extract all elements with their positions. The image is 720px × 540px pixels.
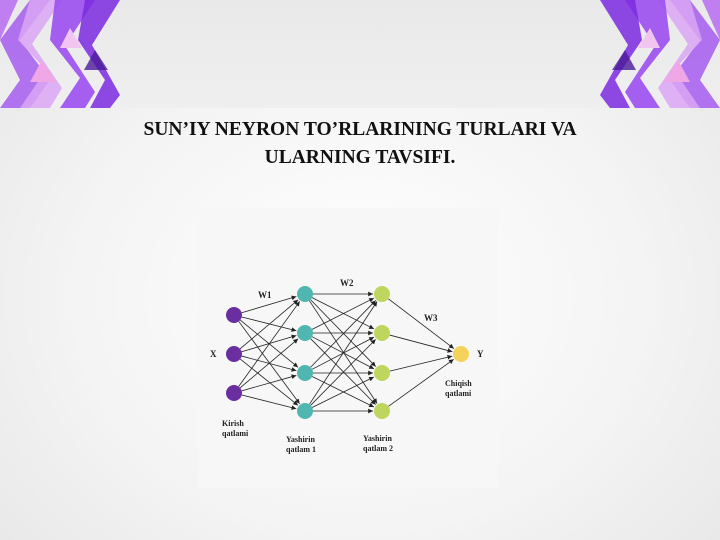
neuron-hidden2-2	[374, 325, 390, 341]
neuron-hidden2-3	[374, 365, 390, 381]
neuron-hidden1-1	[297, 286, 313, 302]
neuron-input-2	[226, 346, 242, 362]
edge-hidden1-3-to-hidden2-1	[310, 300, 377, 368]
input-layer-label-line-2: qatlami	[222, 429, 249, 438]
edge-input-1-to-hidden1-2	[241, 316, 297, 332]
hidden-layer-2-label-line-1: Yashirin	[363, 434, 392, 443]
edge-hidden1-2-to-hidden2-1	[311, 297, 375, 330]
neuron-output-1	[453, 346, 469, 362]
output-layer-label-line-1: Chiqish	[445, 379, 472, 388]
neuron-hidden2-4	[374, 403, 390, 419]
weight-label-w2: W2	[340, 278, 354, 288]
edge-hidden2-3-to-output-1	[389, 354, 453, 372]
hidden-layer-1-label-line-1: Yashirin	[286, 435, 315, 444]
neuron-nodes	[226, 286, 469, 419]
neural-network-diagram: W1 W2 W3 X Y Kirish qatlami Yashirin qat…	[210, 278, 484, 454]
output-label-y: Y	[477, 349, 484, 359]
connection-edges	[238, 291, 455, 414]
neuron-input-3	[226, 385, 242, 401]
edge-hidden1-1-to-hidden2-2	[311, 297, 375, 330]
slide-title-line-1: SUN’IY NEYRON TO’RLARINING TURLARI VA	[143, 119, 577, 140]
neuron-input-1	[226, 307, 242, 323]
output-layer-label-line-2: qatlami	[445, 389, 472, 398]
edge-hidden2-1-to-output-1	[388, 298, 455, 349]
hidden-layer-1-label-line-2: qatlam 1	[286, 445, 316, 454]
edge-input-3-to-hidden1-2	[239, 338, 299, 389]
edge-input-2-to-hidden1-4	[239, 358, 299, 406]
edge-input-3-to-hidden1-3	[241, 374, 297, 392]
input-layer-label-line-1: Kirish	[222, 419, 244, 428]
edge-input-1-to-hidden1-4	[238, 321, 300, 405]
input-label-x: X	[210, 349, 217, 359]
edge-hidden1-4-to-hidden2-1	[309, 301, 378, 405]
neuron-hidden1-3	[297, 365, 313, 381]
edge-input-2-to-hidden1-1	[239, 299, 299, 350]
neuron-hidden2-1	[374, 286, 390, 302]
neuron-hidden1-2	[297, 325, 313, 341]
weight-label-w1: W1	[258, 290, 272, 300]
weight-label-w3: W3	[424, 313, 438, 323]
edge-hidden1-2-to-hidden2-4	[310, 338, 376, 405]
hidden-layer-2-label-line-2: qatlam 2	[363, 444, 393, 453]
chevron-decoration-left	[0, 0, 120, 108]
edge-hidden1-4-to-hidden2-2	[310, 339, 376, 406]
chevron-decoration-right	[600, 0, 720, 108]
neuron-hidden1-4	[297, 403, 313, 419]
edge-input-3-to-hidden1-4	[241, 394, 297, 410]
edge-hidden2-2-to-output-1	[389, 334, 453, 353]
slide-title: SUN’IY NEYRON TO’RLARINING TURLARI VA UL…	[40, 116, 680, 172]
edge-hidden1-4-to-hidden2-3	[311, 376, 375, 408]
edge-input-3-to-hidden1-1	[238, 301, 301, 387]
header-band	[0, 0, 720, 108]
edge-hidden1-1-to-hidden2-4	[309, 300, 378, 404]
edge-input-1-to-hidden1-1	[241, 295, 297, 314]
neural-network-figure: W1 W2 W3 X Y Kirish qatlami Yashirin qat…	[198, 208, 498, 488]
edge-hidden2-4-to-output-1	[388, 358, 454, 407]
slide-title-line-2: ULARNING TAVSIFI.	[264, 147, 456, 168]
